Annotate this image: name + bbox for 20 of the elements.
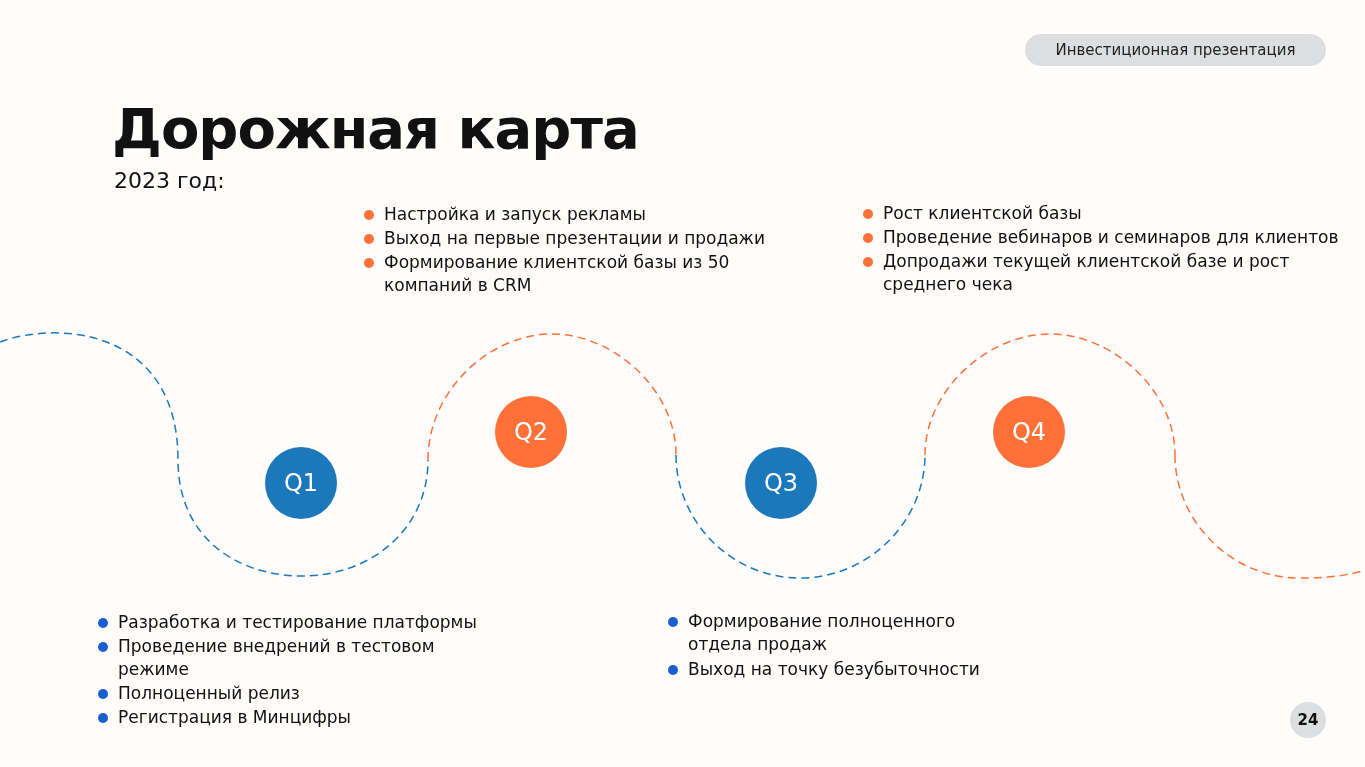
subtitle: 2023 год: bbox=[114, 168, 225, 193]
quarter-circle: Q2 bbox=[495, 396, 567, 468]
bullet-item: Проведение внедрений в тестовом режиме bbox=[98, 635, 478, 681]
quarter-circle: Q3 bbox=[745, 447, 817, 519]
quarter-circle: Q1 bbox=[265, 447, 337, 519]
page-number: 24 bbox=[1290, 702, 1326, 738]
quarter-circle: Q4 bbox=[993, 396, 1065, 468]
bullet-item: Рост клиентской базы bbox=[863, 202, 1363, 225]
bullet-item: Проведение вебинаров и семинаров для клиентов bbox=[863, 226, 1365, 249]
bullet-item: Формирование клиентской базы из 50 компаний в CRM bbox=[364, 251, 784, 297]
slide-title: Дорожная карта bbox=[112, 96, 639, 161]
bullet-item: Разработка и тестирование платформы bbox=[98, 611, 538, 634]
bullet-item: Регистрация в Минцифры bbox=[98, 706, 538, 729]
bullet-item: Допродажи текущей клиентской базе и рост среднего чека bbox=[863, 250, 1323, 296]
bullet-item: Формирование полноценного отдела продаж bbox=[668, 610, 1008, 656]
bullet-item: Выход на точку безубыточности bbox=[668, 658, 1048, 681]
header-pill: Инвестиционная презентация bbox=[1025, 34, 1326, 66]
bullet-item: Выход на первые презентации и продажи bbox=[364, 227, 804, 250]
bullet-item: Полноценный релиз bbox=[98, 682, 538, 705]
bullet-item: Настройка и запуск рекламы bbox=[364, 203, 804, 226]
